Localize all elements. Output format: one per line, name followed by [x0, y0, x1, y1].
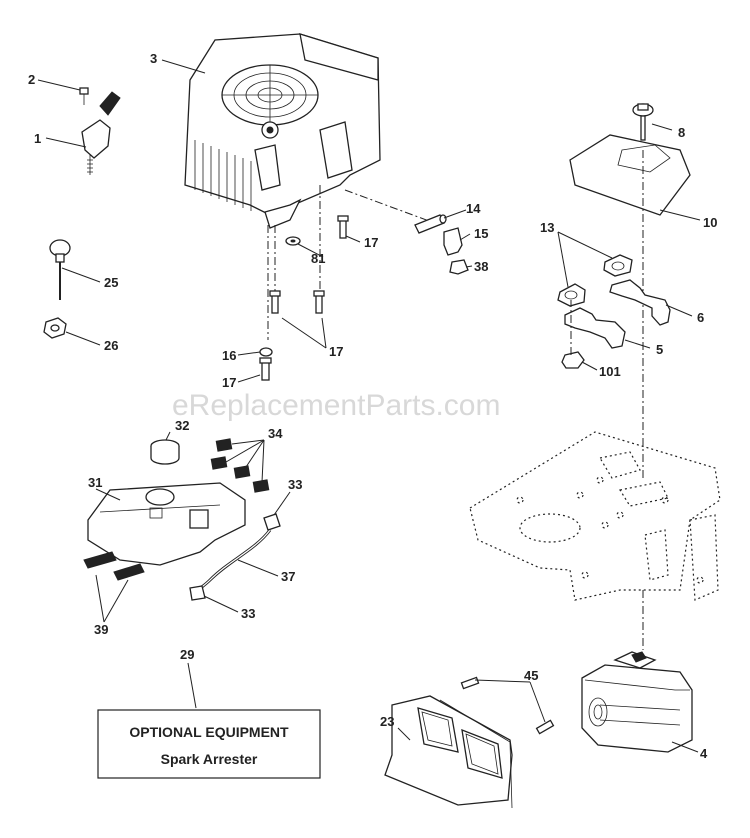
- exhaust-pipe-5-part: [564, 307, 626, 349]
- callout-1: 1: [34, 131, 41, 146]
- callout-34: 34: [268, 426, 283, 441]
- callout-17-upper: 17: [364, 235, 378, 250]
- nut-38-part: [449, 259, 469, 275]
- callout-38: 38: [474, 259, 488, 274]
- chassis-frame-part: [469, 431, 721, 601]
- callout-31: 31: [88, 475, 102, 490]
- nut-101-part: [561, 351, 585, 369]
- muffler-4-part: [581, 651, 693, 753]
- heat-shield-10-part: [569, 134, 691, 216]
- bolt-17-lower-part: [259, 357, 272, 381]
- callout-4: 4: [700, 746, 708, 761]
- engine-part: [184, 33, 381, 229]
- washer-16-part: [259, 347, 273, 357]
- callout-2: 2: [28, 72, 35, 87]
- choke-knob-25-part: [49, 239, 71, 300]
- fitting-14-part: [414, 214, 447, 234]
- air-cleaner-31-part: [87, 482, 246, 566]
- callout-25: 25: [104, 275, 118, 290]
- throttle-control-part: [79, 87, 121, 175]
- bolt-17-part: [337, 215, 349, 239]
- cap-32-part: [150, 439, 180, 465]
- callout-26: 26: [104, 338, 118, 353]
- callout-10: 10: [703, 215, 717, 230]
- callout-23: 23: [380, 714, 394, 729]
- optional-equipment-box: OPTIONAL EQUIPMENT Spark Arrester: [97, 709, 321, 779]
- callout-17-middle: 17: [329, 344, 343, 359]
- elbow-15-part: [443, 227, 463, 256]
- callout-101: 101: [599, 364, 621, 379]
- callout-32: 32: [175, 418, 189, 433]
- watermark-text: eReplacementParts.com: [172, 389, 500, 422]
- callout-5: 5: [656, 342, 663, 357]
- callout-39: 39: [94, 622, 108, 637]
- callout-13: 13: [540, 220, 554, 235]
- nut-26-part: [43, 317, 67, 339]
- washer-81-part: [285, 236, 301, 246]
- spark-arrester-label: Spark Arrester: [161, 751, 258, 767]
- callout-29: 29: [180, 647, 194, 662]
- optional-equipment-title: OPTIONAL EQUIPMENT: [129, 724, 289, 740]
- callout-33-lower: 33: [241, 606, 255, 621]
- clamp-33-lower-part: [189, 585, 206, 601]
- shield-23-part: [384, 695, 513, 809]
- callout-17-lower: 17: [222, 375, 236, 390]
- gasket-13-part: [557, 254, 633, 307]
- bolt-8-part: [632, 103, 654, 141]
- bolt-45-part: [460, 676, 555, 735]
- callout-45: 45: [524, 668, 538, 683]
- callout-6: 6: [697, 310, 704, 325]
- callout-33-upper: 33: [288, 477, 302, 492]
- callout-8: 8: [678, 125, 685, 140]
- callout-16: 16: [222, 348, 236, 363]
- callout-3: 3: [150, 51, 157, 66]
- callout-15: 15: [474, 226, 488, 241]
- pads-34-part: [210, 438, 270, 493]
- clamp-33-upper-part: [263, 513, 281, 531]
- callout-81: 81: [311, 251, 325, 266]
- bolts-17-pair-part: [269, 290, 325, 314]
- pads-39-part: [83, 551, 145, 581]
- exhaust-pipe-6-part: [609, 279, 671, 326]
- callout-14: 14: [466, 201, 481, 216]
- callout-37: 37: [281, 569, 295, 584]
